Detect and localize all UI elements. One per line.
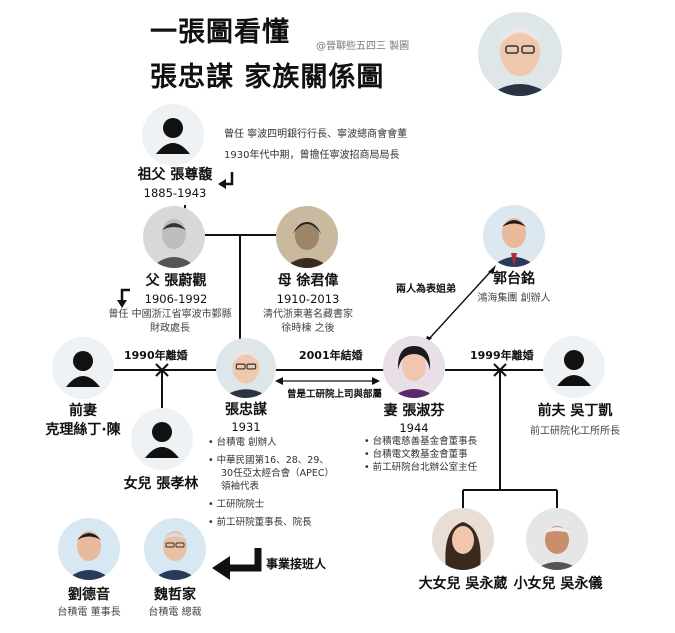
ex-wife-avatar	[52, 337, 114, 399]
morris-bullets: 台積電 創辦人 中華民國第16、28、29、 30任亞太經合會（APEC） 領袖…	[208, 436, 334, 529]
guo-name: 郭台銘	[493, 271, 535, 287]
grandfather-note-1: 曾任 寧波四明銀行行長、寧波總商會會董	[224, 129, 408, 140]
grandfather-name: 祖父 張尊馥	[137, 167, 213, 183]
morris-year: 1931	[231, 420, 261, 434]
morris-bullet: 前工研院董事長、院長	[208, 516, 334, 529]
mother-note-2: 徐時棟 之後	[281, 323, 335, 334]
morris-photo	[216, 338, 276, 398]
successor-1-name: 劉德音	[68, 587, 110, 603]
morris-bullet: 工研院院士	[208, 498, 334, 511]
guo-photo	[483, 205, 545, 267]
grandfather-avatar	[142, 104, 204, 166]
guo-role: 鴻海集團 創辦人	[477, 293, 551, 304]
ex-wife-relation-label: 1990年離婚	[122, 349, 190, 362]
wife-name: 妻 張淑芬	[383, 403, 445, 419]
father-photo	[143, 206, 205, 268]
father-note-1: 曾任 中國浙江省寧波市鄞縣	[108, 309, 232, 320]
wife-year: 1944	[399, 421, 429, 435]
father-years: 1906-1992	[144, 292, 208, 306]
mother-photo	[276, 206, 338, 268]
successor-2-photo	[144, 518, 206, 580]
daughter-name: 女兒 張孝林	[123, 476, 199, 492]
morris-name: 張忠謀	[225, 402, 267, 418]
marriage-note: 曾是工研院上司與部屬	[285, 388, 385, 401]
cousin-relation-label: 兩人為表姐弟	[394, 283, 458, 296]
wife-photo	[383, 336, 445, 398]
marriage-relation-label: 2001年結婚	[297, 349, 365, 362]
ex-husband-name: 前夫 吳丁凱	[537, 403, 613, 419]
ex-wife-name-line2: 克理絲丁·陳	[45, 422, 121, 438]
mother-years: 1910-2013	[276, 292, 340, 306]
ex-husband-role: 前工研院化工所所長	[530, 426, 620, 437]
mother-name: 母 徐君偉	[277, 273, 339, 289]
successor-2-name: 魏哲家	[154, 587, 196, 603]
morris-bullet: 領袖代表	[221, 481, 260, 492]
younger-daughter-name: 小女兒 吳永儀	[513, 576, 603, 592]
father-note-2: 財政處長	[150, 323, 190, 334]
elder-daughter-photo	[432, 508, 494, 570]
wife-ex-relation-label: 1999年離婚	[468, 349, 536, 362]
elder-daughter-name: 大女兒 吳永葳	[418, 576, 508, 592]
mother-note-1: 清代浙東著名藏書家	[263, 309, 353, 320]
ex-wife-name-line1: 前妻	[69, 403, 97, 419]
morris-bullet: 中華民國第16、28、29、	[208, 454, 334, 467]
wife-bullets: 台積電慈善基金會董事長 台積電文教基金會董事 前工研院台北辦公室主任	[364, 435, 478, 474]
ex-husband-avatar	[543, 336, 605, 398]
grandfather-note-2: 1930年代中期，曾擔任寧波招商局局長	[224, 150, 400, 161]
younger-daughter-photo	[526, 508, 588, 570]
father-name: 父 張蔚觀	[145, 273, 207, 289]
line-cousins	[427, 269, 493, 341]
successor-1-role: 台積電 董事長	[57, 607, 121, 618]
page-title: 一張圖看懂	[150, 17, 290, 48]
morris-portrait-photo	[478, 12, 562, 96]
page-subtitle: 張忠謀 家族關係圖	[150, 62, 385, 93]
successor-2-role: 台積電 總裁	[148, 607, 202, 618]
grandfather-years: 1885-1943	[143, 186, 207, 200]
successor-1-photo	[58, 518, 120, 580]
wife-bullet: 台積電文教基金會董事	[364, 448, 477, 461]
daughter-avatar	[131, 408, 193, 470]
morris-bullet: 台積電 創辦人	[208, 436, 334, 449]
wife-bullet: 前工研院台北辦公室主任	[364, 461, 478, 474]
credit: @晉聊些五四三 製圖	[316, 41, 410, 52]
morris-bullet: 30任亞太經合會（APEC）	[221, 468, 334, 479]
successor-label: 事業接班人	[266, 557, 327, 571]
wife-bullet: 台積電慈善基金會董事長	[364, 435, 478, 448]
